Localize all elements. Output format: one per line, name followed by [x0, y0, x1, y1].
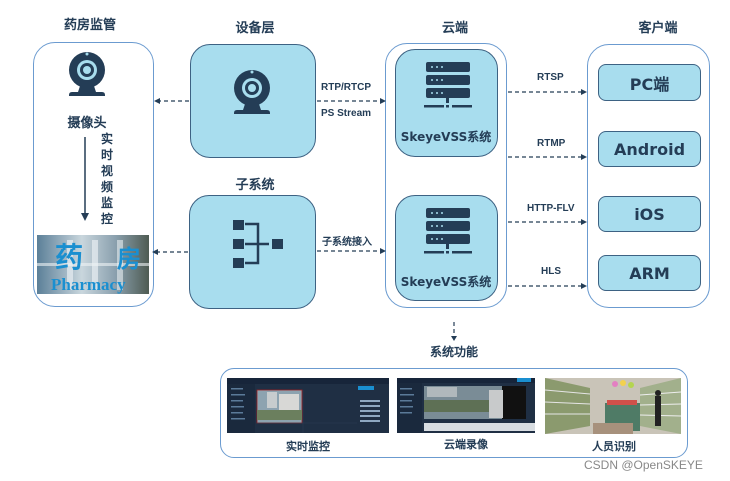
edge-label-rtsp: RTSP [537, 72, 564, 83]
client-android: Android [598, 131, 701, 167]
flow-char: 时 [100, 148, 113, 162]
flow-char: 控 [100, 212, 113, 226]
watermark: CSDN @OpenSKEYE [584, 458, 703, 472]
client-ios: iOS [598, 196, 701, 232]
flow-arrow [81, 137, 89, 221]
function-caption-recognition: 人员识别 [592, 440, 636, 453]
column-title-client: 客户端 [638, 21, 678, 36]
server-label: SkeyeVSS系统 [400, 130, 492, 144]
svg-text:房: 房 [117, 244, 141, 273]
function-caption-realtime: 实时监控 [286, 440, 330, 453]
webcam-icon [234, 70, 270, 114]
column-title-cloud: 云端 [441, 21, 468, 36]
realtime-monitor-thumbnail [227, 378, 389, 433]
functions-title: 系统功能 [429, 345, 478, 359]
flow-char: 实 [100, 132, 113, 146]
client-pc: PC端 [598, 64, 701, 101]
hierarchy-icon [233, 220, 283, 268]
subsystem-tile [189, 195, 316, 309]
column-title-device: 设备层 [235, 21, 275, 36]
cloud-recording-thumbnail [397, 378, 535, 433]
edge-label-httpflv: HTTP-FLV [527, 203, 575, 214]
flow-char: 监 [100, 196, 113, 210]
flow-char: 频 [100, 180, 113, 194]
person-recognition-thumbnail [545, 378, 681, 434]
column-title-pharmacy: 药房监管 [63, 18, 116, 33]
edge-label-ps-stream: PS Stream [321, 108, 372, 119]
flow-label: 实 时 视 频 监 控 [100, 131, 114, 227]
camera-label: 摄像头 [67, 116, 107, 131]
server-label: SkeyeVSS系统 [400, 275, 492, 289]
webcam-icon [69, 52, 105, 96]
edge-label-rtmp: RTMP [537, 138, 566, 149]
edge-label-subsystem: 子系统接入 [322, 237, 372, 248]
svg-text:药: 药 [55, 241, 83, 274]
subsystem-title: 子系统 [235, 178, 275, 193]
client-arm: ARM [598, 255, 701, 291]
server-icon [424, 208, 472, 254]
edge-label-rtp: RTP/RTCP [321, 82, 371, 93]
server-icon [424, 62, 472, 108]
pharmacy-image: 药 房 Pharmacy [37, 235, 149, 294]
edge-label-hls: HLS [541, 266, 561, 277]
function-caption-recording: 云端录像 [444, 438, 488, 451]
svg-text:Pharmacy: Pharmacy [51, 275, 126, 294]
flow-char: 视 [100, 164, 113, 178]
